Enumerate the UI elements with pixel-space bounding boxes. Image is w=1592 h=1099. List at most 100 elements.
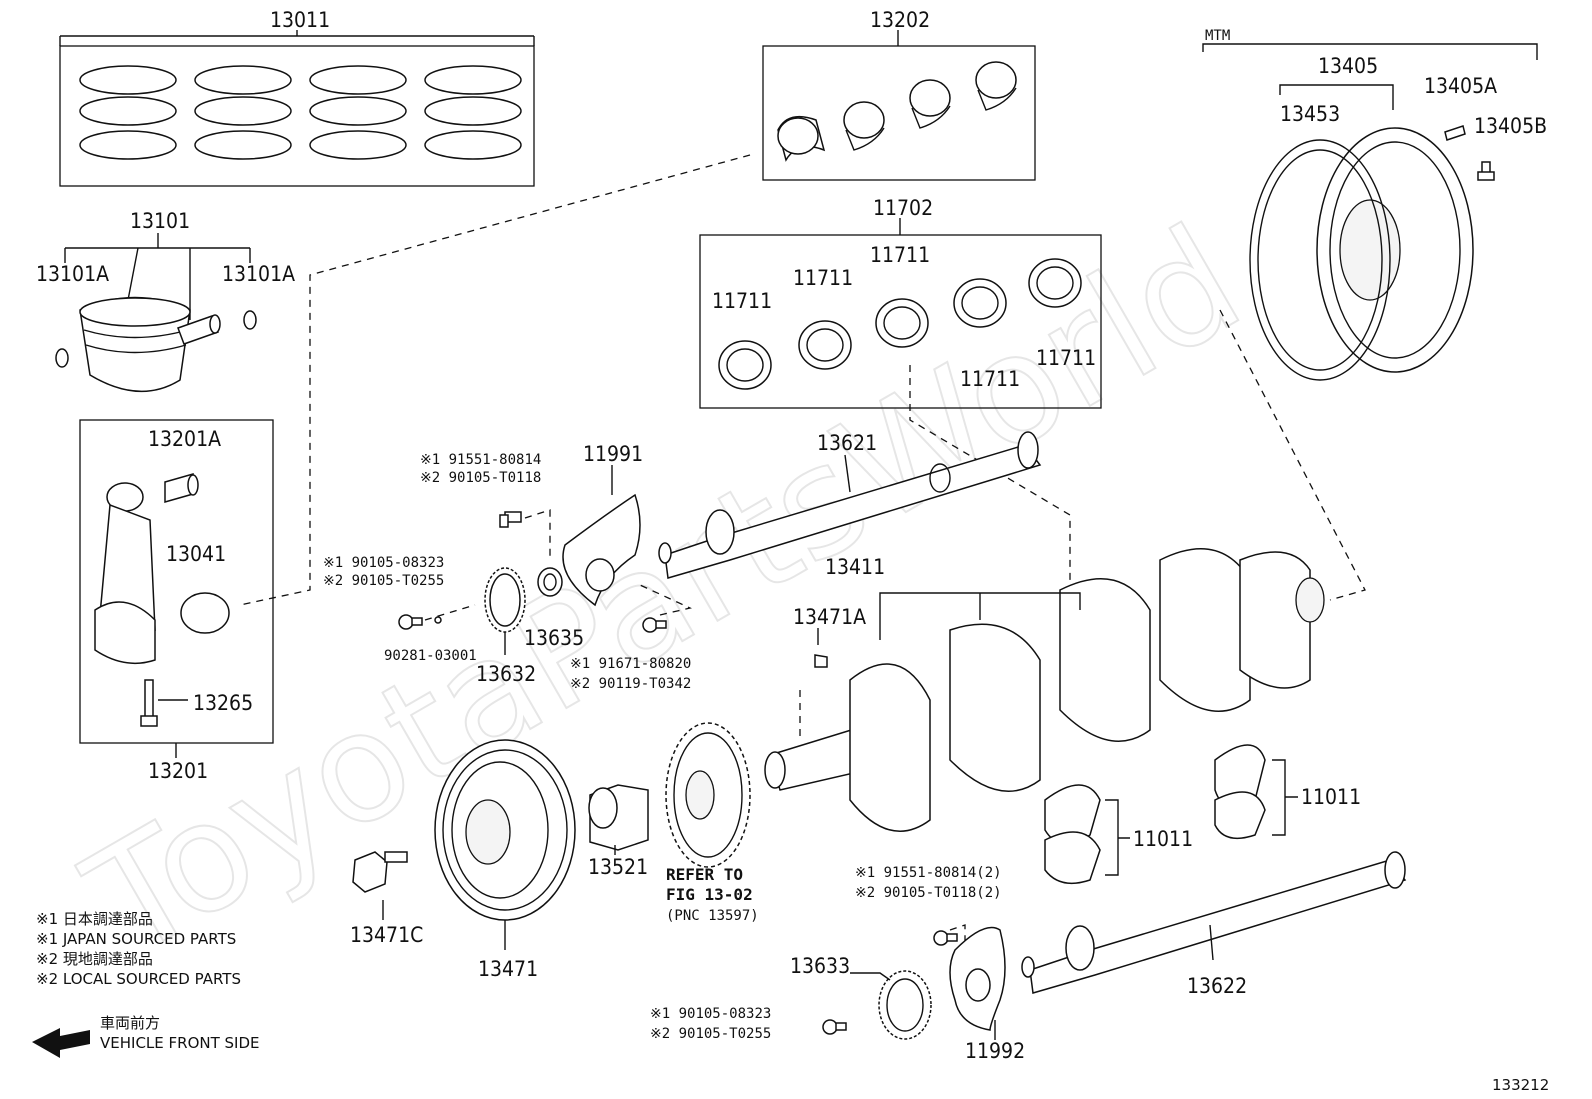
label-13471c[interactable]: 13471C bbox=[350, 923, 423, 947]
label-13622[interactable]: 13622 bbox=[1187, 974, 1247, 998]
flywheel[interactable] bbox=[1316, 127, 1474, 373]
crankshaft-pulley[interactable] bbox=[434, 739, 576, 921]
front-arrow-icon bbox=[32, 1028, 90, 1058]
label-13411[interactable]: 13411 bbox=[825, 555, 885, 579]
piston[interactable] bbox=[79, 296, 191, 393]
bolt-13633[interactable] bbox=[822, 1019, 847, 1035]
piston-ring-set-4[interactable] bbox=[424, 65, 522, 160]
label-13621[interactable]: 13621 bbox=[817, 431, 877, 455]
figure-id: 133212 bbox=[1492, 1076, 1549, 1094]
label-13471a[interactable]: 13471A bbox=[793, 605, 866, 629]
label-13201[interactable]: 13201 bbox=[148, 759, 208, 783]
snap-ring-left[interactable] bbox=[55, 348, 69, 368]
note-13633-2: ※2 90105-T0255 bbox=[650, 1026, 771, 1042]
connecting-rod[interactable] bbox=[94, 482, 156, 665]
label-mtm: MTM bbox=[1205, 28, 1230, 44]
label-13405b[interactable]: 13405B bbox=[1474, 114, 1547, 138]
label-11991[interactable]: 11991 bbox=[583, 442, 643, 466]
bolt-11992[interactable] bbox=[933, 930, 958, 946]
bolt-11991[interactable] bbox=[499, 511, 522, 528]
label-11711-1[interactable]: 11711 bbox=[712, 289, 772, 313]
crankshaft-sprocket[interactable] bbox=[588, 784, 649, 851]
balance-shaft-gear[interactable] bbox=[484, 567, 526, 633]
crankshaft[interactable] bbox=[764, 548, 1325, 832]
direction-jp: 車両前方 bbox=[100, 1014, 160, 1032]
thrust-washer-right[interactable] bbox=[1214, 744, 1266, 840]
piston-ring-box bbox=[59, 45, 535, 187]
label-11711-3[interactable]: 11711 bbox=[870, 243, 930, 267]
label-13202[interactable]: 13202 bbox=[870, 8, 930, 32]
leader-gear-bolt bbox=[424, 604, 476, 621]
label-13041[interactable]: 13041 bbox=[166, 542, 226, 566]
label-13101a-right[interactable]: 13101A bbox=[222, 262, 295, 286]
label-11702[interactable]: 11702 bbox=[873, 196, 933, 220]
piston-ring-set-3[interactable] bbox=[309, 65, 407, 160]
balance-shaft-plate[interactable] bbox=[562, 493, 641, 607]
label-13405[interactable]: 13405 bbox=[1318, 54, 1378, 78]
note-13632-2: ※2 90105-T0255 bbox=[323, 573, 444, 589]
conrod-bolt[interactable] bbox=[140, 679, 158, 727]
pin-90281[interactable] bbox=[434, 616, 442, 624]
label-11711-4[interactable]: 11711 bbox=[960, 367, 1020, 391]
label-11011-right[interactable]: 11011 bbox=[1301, 785, 1361, 809]
label-13201a[interactable]: 13201A bbox=[148, 427, 221, 451]
crank-key[interactable] bbox=[814, 654, 828, 668]
leader-bolt-11991 bbox=[524, 509, 551, 558]
piston-ring-set-group: 13011 bbox=[59, 8, 535, 187]
label-13453[interactable]: 13453 bbox=[1280, 102, 1340, 126]
refer-line-1[interactable]: REFER TO bbox=[666, 865, 743, 884]
main-bearing-3[interactable] bbox=[875, 298, 929, 348]
label-13265[interactable]: 13265 bbox=[193, 691, 253, 715]
label-13635[interactable]: 13635 bbox=[524, 626, 584, 650]
leader-13202-conrod bbox=[239, 154, 751, 606]
pulley-bolt[interactable] bbox=[352, 851, 408, 893]
label-11711-5[interactable]: 11711 bbox=[1036, 346, 1096, 370]
label-11011-mid[interactable]: 11011 bbox=[1133, 827, 1193, 851]
flywheel-pin[interactable] bbox=[1444, 125, 1466, 141]
conrod-bearing-3[interactable] bbox=[909, 79, 951, 129]
bolt-13635[interactable] bbox=[642, 617, 667, 633]
conrod-bearing-1[interactable] bbox=[777, 115, 826, 162]
conrod-bearing-group: 13202 bbox=[762, 8, 1036, 181]
thrust-washer-mid[interactable] bbox=[1044, 784, 1101, 885]
label-13633[interactable]: 13633 bbox=[790, 954, 850, 978]
label-13632[interactable]: 13632 bbox=[476, 662, 536, 686]
balance-shaft-rear[interactable] bbox=[1021, 851, 1407, 994]
label-13101[interactable]: 13101 bbox=[130, 209, 190, 233]
label-13011[interactable]: 13011 bbox=[270, 8, 330, 32]
label-11992[interactable]: 11992 bbox=[965, 1039, 1025, 1063]
conrod-bearing[interactable] bbox=[180, 592, 230, 634]
conrod-bearing-2[interactable] bbox=[843, 101, 885, 151]
rear-balance-plate[interactable] bbox=[949, 926, 1006, 1031]
main-bearing-2[interactable] bbox=[798, 320, 852, 370]
label-13521[interactable]: 13521 bbox=[588, 855, 648, 879]
timing-gear[interactable] bbox=[665, 722, 751, 868]
balance-shaft-front[interactable] bbox=[658, 431, 1042, 579]
flywheel-bolt[interactable] bbox=[1477, 161, 1495, 181]
conrod-bearing-4[interactable] bbox=[975, 61, 1017, 111]
snap-ring-right[interactable] bbox=[243, 310, 257, 330]
refer-line-2[interactable]: FIG 13-02 bbox=[666, 885, 753, 904]
piston-ring-set-2[interactable] bbox=[194, 65, 292, 160]
label-13405a[interactable]: 13405A bbox=[1424, 74, 1497, 98]
bolt-13632[interactable] bbox=[398, 614, 423, 630]
main-bearing-4[interactable] bbox=[953, 278, 1007, 328]
conrod-bushing[interactable] bbox=[164, 473, 199, 503]
flywheel-group: MTM 13405 13405A 13453 13405B bbox=[1202, 28, 1547, 381]
main-bearing-5[interactable] bbox=[1028, 258, 1082, 308]
legend: ※1 日本調達部品 ※1 JAPAN SOURCED PARTS ※2 現地調達… bbox=[36, 910, 241, 988]
note-11991-2: ※2 90105-T0118 bbox=[420, 470, 541, 486]
connecting-rod-group: 13201A 13041 13265 13201 bbox=[79, 419, 274, 783]
rear-balance-gear[interactable] bbox=[878, 970, 932, 1040]
ring-gear[interactable] bbox=[1249, 139, 1391, 381]
label-11711-2[interactable]: 11711 bbox=[793, 266, 853, 290]
note-90281: 90281-03001 bbox=[384, 648, 477, 664]
spacer-13635[interactable] bbox=[537, 567, 563, 597]
piston-ring-set-1[interactable] bbox=[79, 65, 177, 160]
main-bearing-1[interactable] bbox=[718, 340, 772, 390]
label-13471[interactable]: 13471 bbox=[478, 957, 538, 981]
piston-pin[interactable] bbox=[177, 314, 221, 345]
legend-line-4: ※2 LOCAL SOURCED PARTS bbox=[36, 970, 241, 988]
label-13101a-left[interactable]: 13101A bbox=[36, 262, 109, 286]
legend-line-1: ※1 日本調達部品 bbox=[36, 910, 153, 928]
